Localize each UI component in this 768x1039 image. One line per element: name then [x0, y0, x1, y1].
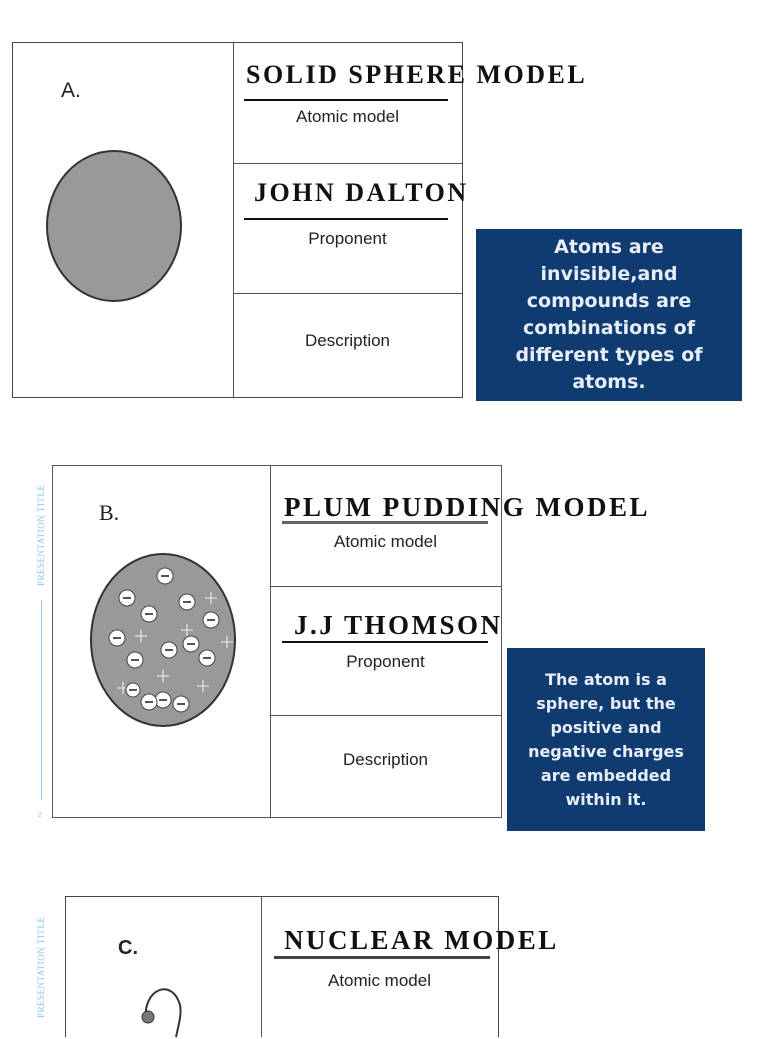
title-underline [244, 99, 448, 101]
name-underline [282, 641, 488, 643]
card-letter: B. [99, 500, 120, 525]
side-label: PRESENTATION TITLE [36, 484, 46, 586]
atomic-model-label: Atomic model [296, 107, 399, 126]
side-label: PRESENTATION TITLE [36, 916, 46, 1018]
atomic-model-label: Atomic model [328, 971, 431, 990]
title-underline [282, 521, 488, 524]
model-card: C. Atomic model [65, 896, 499, 1038]
atomic-model-label: Atomic model [334, 532, 437, 551]
model-title: SOLID SPHERE MODEL [246, 60, 588, 89]
card-letter: A. [61, 79, 81, 102]
description-label: Description [342, 750, 429, 769]
proponent-name: JOHN DALTON [254, 178, 469, 207]
description-text: The atom is a sphere, but the positive a… [528, 669, 684, 809]
description-text: Atoms are invisible,and compounds are co… [515, 236, 703, 393]
negative-charges [108, 567, 220, 713]
model-card: A. Atomic model Proponent Description [12, 42, 463, 398]
nuclear-diagram [141, 988, 182, 1038]
proponent-label: Proponent [308, 229, 387, 248]
card-letter: C. [118, 937, 138, 959]
description-box: The atom is a sphere, but the positive a… [507, 648, 705, 831]
solid-sphere [46, 150, 182, 302]
model-title: PLUM PUDDING MODEL [284, 492, 650, 522]
proponent-name: J.J THOMSON [294, 610, 503, 640]
description-label: Description [304, 331, 391, 350]
proponent-label: Proponent [346, 652, 425, 671]
page-number: 2 [38, 812, 42, 819]
positive-charges [117, 592, 233, 694]
name-underline [244, 218, 448, 220]
description-box: Atoms are invisible,and compounds are co… [476, 229, 742, 401]
plum-pudding-diagram [90, 553, 236, 727]
model-title: NUCLEAR MODEL [284, 925, 559, 955]
title-underline [274, 956, 490, 959]
side-rule [41, 600, 42, 800]
solid-sphere-diagram [46, 150, 182, 302]
electron [141, 1010, 155, 1024]
